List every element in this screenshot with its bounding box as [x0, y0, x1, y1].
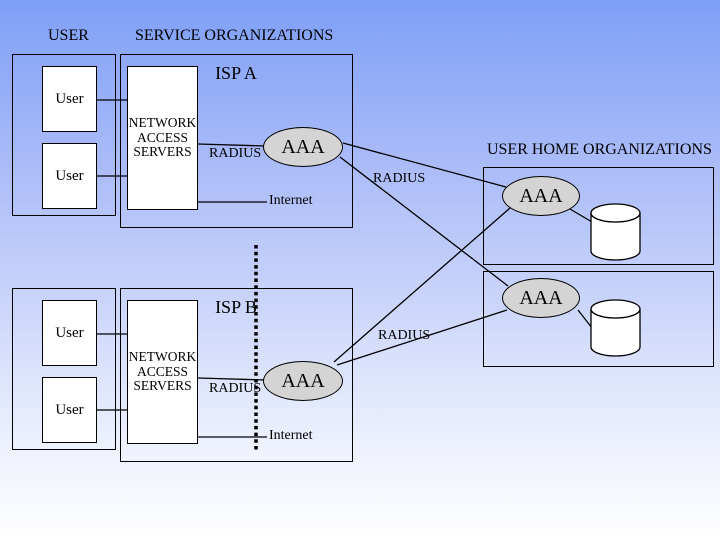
user-box-a1: User	[42, 66, 97, 132]
nas-box-a-label: NETWORK ACCESS SERVERS	[128, 115, 197, 160]
user-box-b1-label: User	[55, 324, 84, 341]
aaa-ellipse-isp-a-label: AAA	[281, 135, 325, 158]
line-aaaB-home2	[336, 309, 508, 366]
database-cylinder-1	[590, 203, 641, 261]
database-cylinder-1-lid	[590, 203, 641, 223]
line-nasa-aaa	[197, 143, 267, 147]
heading-service-organizations: SERVICE ORGANIZATIONS	[135, 27, 334, 44]
nas-box-a: NETWORK ACCESS SERVERS	[127, 66, 198, 210]
radius-link-label-2: RADIUS	[378, 328, 431, 343]
isp-a-title: ISP A	[215, 63, 257, 83]
aaa-ellipse-isp-a: AAA	[263, 127, 343, 167]
user-box-a2-label: User	[55, 167, 84, 184]
line-aaaA-home2	[339, 156, 509, 287]
radius-label-a: RADIUS	[209, 146, 262, 161]
user-group-box-b	[12, 288, 116, 450]
home-org-box-2	[483, 271, 714, 367]
line-aaaA-home1	[342, 142, 507, 188]
aaa-ellipse-isp-b: AAA	[263, 361, 343, 401]
isp-b-title: ISP B	[215, 297, 257, 317]
aaa-ellipse-home-1: AAA	[502, 176, 580, 216]
aaa-ellipse-home-2: AAA	[502, 278, 580, 318]
heading-user-home-organizations: USER HOME ORGANIZATIONS	[487, 141, 712, 158]
line-homeaaa2-db	[577, 309, 593, 329]
line-aaaB-home1	[333, 207, 511, 363]
user-box-b1: User	[42, 300, 97, 366]
aaa-ellipse-home-1-label: AAA	[519, 184, 563, 207]
internet-label-a: Internet	[269, 193, 313, 208]
user-group-box-a	[12, 54, 116, 216]
user-box-b2: User	[42, 377, 97, 443]
internet-label-b: Internet	[269, 428, 313, 443]
user-box-b2-label: User	[55, 401, 84, 418]
nas-box-b: NETWORK ACCESS SERVERS	[127, 300, 198, 444]
radius-link-label-1: RADIUS	[373, 171, 426, 186]
isp-b-box	[120, 288, 353, 462]
database-cylinder-2-lid	[590, 299, 641, 319]
aaa-ellipse-isp-b-label: AAA	[281, 369, 325, 392]
heading-user: USER	[48, 27, 89, 44]
line-homeaaa1-db	[569, 208, 593, 223]
nas-box-b-label: NETWORK ACCESS SERVERS	[128, 349, 197, 394]
home-org-box-1	[483, 167, 714, 265]
database-cylinder-2	[590, 299, 641, 357]
user-box-a1-label: User	[55, 90, 84, 107]
radius-label-b: RADIUS	[209, 381, 262, 396]
user-box-a2: User	[42, 143, 97, 209]
aaa-ellipse-home-2-label: AAA	[519, 286, 563, 309]
isp-a-box	[120, 54, 353, 228]
